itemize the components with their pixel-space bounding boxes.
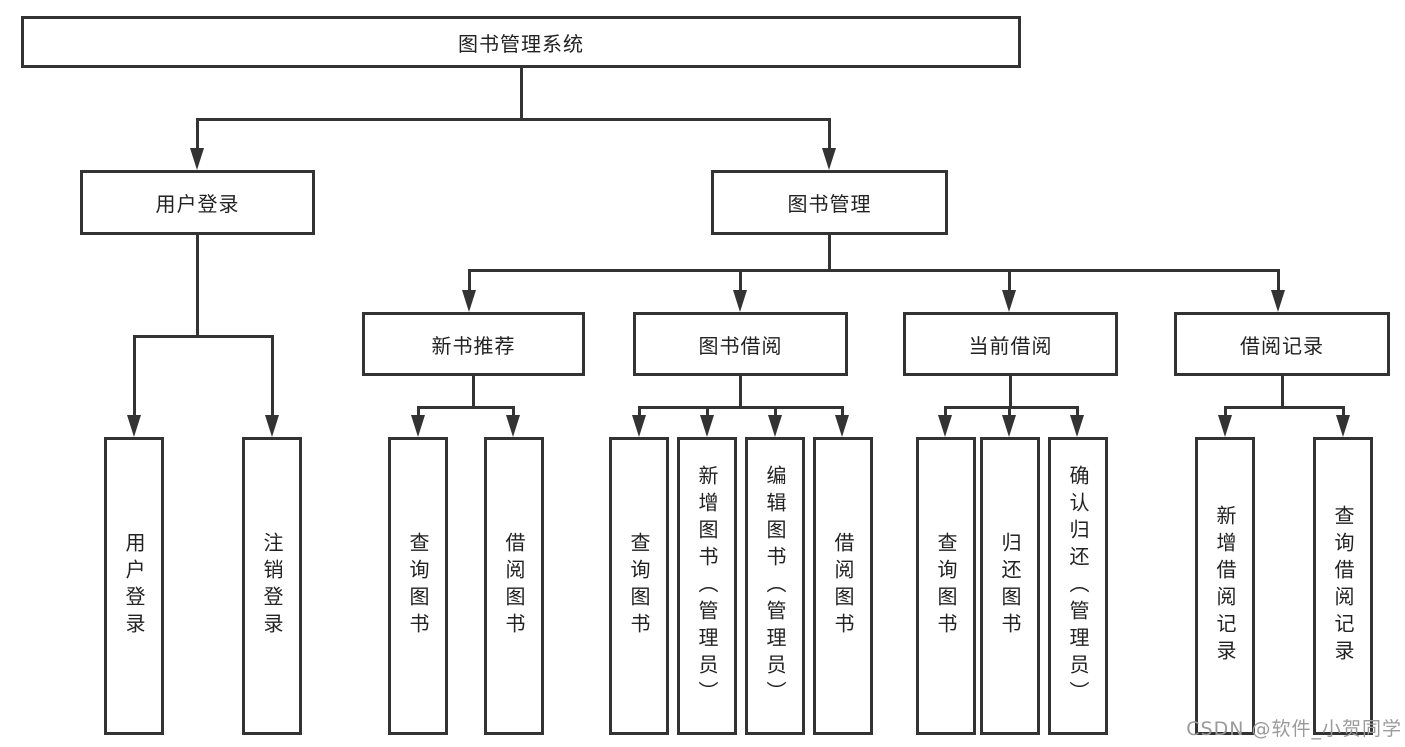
leaf-query-books-recommend-label: 查询图书 [406, 532, 430, 640]
connector-recommend-stub [472, 376, 475, 409]
node-current-borrow-label: 当前借阅 [968, 333, 1053, 358]
leaf-query-borrow-record: 查询借阅记录 [1313, 437, 1373, 735]
arrow-down-icon [938, 415, 952, 437]
connector-current-shaft-1 [944, 406, 947, 418]
arrow-down-icon [1271, 290, 1285, 312]
node-user-login-label: 用户登录 [155, 192, 240, 216]
node-root: 图书管理系统 [21, 16, 1021, 68]
connector-current-shaft-3 [1076, 406, 1079, 418]
arrow-down-icon [700, 415, 714, 437]
connector-userlogin-shaft-1 [133, 335, 136, 417]
connector-borrow-hline [638, 406, 844, 409]
leaf-user-login: 用户登录 [104, 437, 164, 735]
leaf-logout-label: 注销登录 [260, 532, 284, 640]
arrow-down-icon [768, 415, 782, 437]
connector-l3-shaft-4 [1277, 269, 1280, 292]
arrow-down-icon [1002, 290, 1016, 312]
arrow-down-icon [506, 415, 520, 437]
connector-l3-hline [468, 269, 1280, 272]
node-root-label: 图书管理系统 [458, 31, 584, 56]
connector-record-shaft-1 [1224, 406, 1227, 418]
connector-current-shaft-2 [1008, 406, 1011, 418]
leaf-add-books-admin-label: 新增图书（管理员） [695, 464, 719, 708]
connector-userlogin-hline [133, 335, 274, 338]
connector-borrow-shaft-2 [706, 406, 709, 418]
connector-current-stub [1009, 376, 1012, 409]
connector-borrow-stub [739, 376, 742, 409]
leaf-edit-books-admin-label: 编辑图书（管理员） [763, 464, 787, 708]
node-borrow-record-label: 借阅记录 [1240, 333, 1324, 358]
connector-record-stub [1281, 376, 1284, 409]
connector-record-hline [1224, 406, 1344, 409]
connector-l1-shaft-right [828, 118, 831, 150]
connector-l1-shaft-left [196, 118, 199, 150]
leaf-query-books-current: 查询图书 [916, 437, 976, 735]
arrow-down-icon [1218, 415, 1232, 437]
arrow-down-icon [127, 415, 141, 437]
arrow-down-icon [822, 148, 836, 170]
leaf-query-books-current-label: 查询图书 [934, 532, 958, 640]
arrow-down-icon [835, 415, 849, 437]
connector-borrow-shaft-3 [774, 406, 777, 418]
leaf-query-borrow-record-label: 查询借阅记录 [1331, 505, 1355, 667]
node-borrow-record: 借阅记录 [1174, 312, 1390, 376]
leaf-query-books-borrow: 查询图书 [609, 437, 669, 735]
leaf-borrow-books-recommend: 借阅图书 [484, 437, 544, 735]
node-user-login: 用户登录 [80, 170, 315, 235]
connector-recommend-hline [417, 406, 515, 409]
leaf-user-login-label: 用户登录 [122, 532, 146, 640]
leaf-query-books-borrow-label: 查询图书 [627, 532, 651, 640]
connector-borrow-shaft-1 [638, 406, 641, 418]
connector-recommend-shaft-2 [512, 406, 515, 418]
node-book-management: 图书管理 [711, 170, 948, 235]
leaf-edit-books-admin: 编辑图书（管理员） [745, 437, 805, 735]
connector-l1-hline [196, 118, 831, 121]
leaf-confirm-return-admin: 确认归还（管理员） [1048, 437, 1108, 735]
leaf-add-borrow-record-label: 新增借阅记录 [1213, 505, 1237, 667]
arrow-down-icon [733, 290, 747, 312]
arrow-down-icon [1002, 415, 1016, 437]
node-book-management-label: 图书管理 [787, 192, 872, 216]
leaf-borrow-books: 借阅图书 [813, 437, 873, 735]
node-book-borrow-label: 图书借阅 [698, 333, 783, 358]
connector-userlogin-stub [196, 235, 199, 338]
connector-l3-shaft-2 [739, 269, 742, 292]
connector-l3-shaft-1 [468, 269, 471, 292]
arrow-down-icon [265, 415, 279, 437]
node-book-borrow: 图书借阅 [633, 312, 848, 376]
arrow-down-icon [462, 290, 476, 312]
node-new-book-recommend-label: 新书推荐 [431, 333, 516, 358]
leaf-return-books-label: 归还图书 [998, 532, 1022, 640]
node-current-borrow: 当前借阅 [903, 312, 1118, 376]
leaf-add-books-admin: 新增图书（管理员） [677, 437, 737, 735]
arrow-down-icon [632, 415, 646, 437]
leaf-confirm-return-admin-label: 确认归还（管理员） [1066, 464, 1090, 708]
connector-record-shaft-2 [1342, 406, 1345, 418]
leaf-query-books-recommend: 查询图书 [388, 437, 448, 735]
connector-borrow-shaft-4 [841, 406, 844, 418]
connector-bookmgmt-stub [828, 235, 831, 272]
leaf-add-borrow-record: 新增借阅记录 [1195, 437, 1255, 735]
watermark: CSDN @软件_小贺同学 [1186, 718, 1402, 740]
connector-current-hline [944, 406, 1079, 409]
connector-l3-shaft-3 [1008, 269, 1011, 292]
arrow-down-icon [1336, 415, 1350, 437]
connector-root-stub [520, 68, 523, 120]
node-new-book-recommend: 新书推荐 [362, 312, 585, 376]
leaf-borrow-books-label: 借阅图书 [831, 532, 855, 640]
arrow-down-icon [190, 148, 204, 170]
arrow-down-icon [411, 415, 425, 437]
leaf-return-books: 归还图书 [980, 437, 1040, 735]
connector-recommend-shaft-1 [417, 406, 420, 418]
leaf-borrow-books-recommend-label: 借阅图书 [502, 532, 526, 640]
arrow-down-icon [1070, 415, 1084, 437]
leaf-logout: 注销登录 [242, 437, 302, 735]
connector-userlogin-shaft-2 [271, 335, 274, 417]
